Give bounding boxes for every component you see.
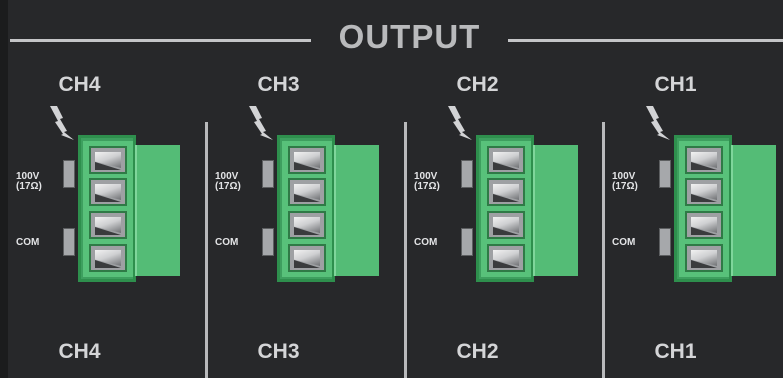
- common-terminal-label: COM: [16, 237, 40, 248]
- common-terminal-label: COM: [612, 237, 636, 248]
- channel-ch4: CH4 100V (17Ω) COM CH4: [7, 0, 206, 378]
- plug-latch-tab: [262, 160, 274, 188]
- channel-label-bottom: CH2: [456, 340, 499, 363]
- terminal-block-body: [533, 145, 578, 276]
- terminal-block-body: [135, 145, 180, 276]
- voltage-rating-label: 100V (17Ω): [414, 172, 440, 192]
- common-terminal-label: COM: [414, 237, 438, 248]
- terminal-screw-icon[interactable]: [89, 178, 127, 206]
- high-voltage-warning-icon: [646, 106, 670, 140]
- terminal-screw-icon[interactable]: [487, 211, 525, 239]
- terminal-screw-icon[interactable]: [288, 211, 326, 239]
- channel-ch1: CH1 100V (17Ω) COM CH1: [603, 0, 783, 378]
- channel-label-top: CH1: [654, 73, 697, 96]
- terminal-block-body: [334, 145, 379, 276]
- voltage-value: 100V: [612, 171, 636, 182]
- channel-divider: [404, 122, 407, 378]
- plug-latch-tab: [659, 160, 671, 188]
- channel-label-bottom: CH3: [257, 340, 300, 363]
- channel-label-top: CH2: [456, 73, 499, 96]
- voltage-rating-label: 100V (17Ω): [612, 172, 638, 192]
- output-heading: OUTPUT: [338, 18, 481, 55]
- voltage-value: 100V: [16, 171, 40, 182]
- impedance-value: (17Ω): [612, 181, 638, 192]
- terminal-block-body: [731, 145, 776, 276]
- impedance-value: (17Ω): [414, 181, 440, 192]
- channel-divider: [602, 122, 605, 378]
- terminal-screw-icon[interactable]: [487, 244, 525, 272]
- header-rule-right: [508, 39, 783, 42]
- channel-ch2: CH2 100V (17Ω) COM CH2: [405, 0, 604, 378]
- terminal-screw-icon[interactable]: [685, 178, 723, 206]
- voltage-rating-label: 100V (17Ω): [16, 172, 42, 192]
- plug-latch-tab: [63, 228, 75, 256]
- terminal-screw-icon[interactable]: [89, 146, 127, 174]
- plug-latch-tab: [461, 160, 473, 188]
- header-rule-left: [10, 39, 311, 42]
- channel-ch3: CH3 100V (17Ω) COM CH3: [206, 0, 405, 378]
- channel-divider: [205, 122, 208, 378]
- plug-latch-tab: [659, 228, 671, 256]
- terminal-screw-icon[interactable]: [685, 146, 723, 174]
- voltage-value: 100V: [215, 171, 239, 182]
- high-voltage-warning-icon: [249, 106, 273, 140]
- terminal-screw-icon[interactable]: [487, 178, 525, 206]
- terminal-screw-icon[interactable]: [288, 146, 326, 174]
- plug-latch-tab: [63, 160, 75, 188]
- plug-latch-tab: [461, 228, 473, 256]
- terminal-screw-icon[interactable]: [685, 211, 723, 239]
- high-voltage-warning-icon: [50, 106, 74, 140]
- common-terminal-label: COM: [215, 237, 239, 248]
- impedance-value: (17Ω): [215, 181, 241, 192]
- channel-label-top: CH4: [58, 73, 101, 96]
- plug-latch-tab: [262, 228, 274, 256]
- terminal-screw-icon[interactable]: [89, 244, 127, 272]
- terminal-screw-icon[interactable]: [685, 244, 723, 272]
- channel-label-top: CH3: [257, 73, 300, 96]
- channel-label-bottom: CH1: [654, 340, 697, 363]
- terminal-screw-icon[interactable]: [288, 178, 326, 206]
- voltage-rating-label: 100V (17Ω): [215, 172, 241, 192]
- terminal-screw-icon[interactable]: [288, 244, 326, 272]
- terminal-screw-icon[interactable]: [89, 211, 127, 239]
- channel-label-bottom: CH4: [58, 340, 101, 363]
- voltage-value: 100V: [414, 171, 438, 182]
- high-voltage-warning-icon: [448, 106, 472, 140]
- terminal-screw-icon[interactable]: [487, 146, 525, 174]
- impedance-value: (17Ω): [16, 181, 42, 192]
